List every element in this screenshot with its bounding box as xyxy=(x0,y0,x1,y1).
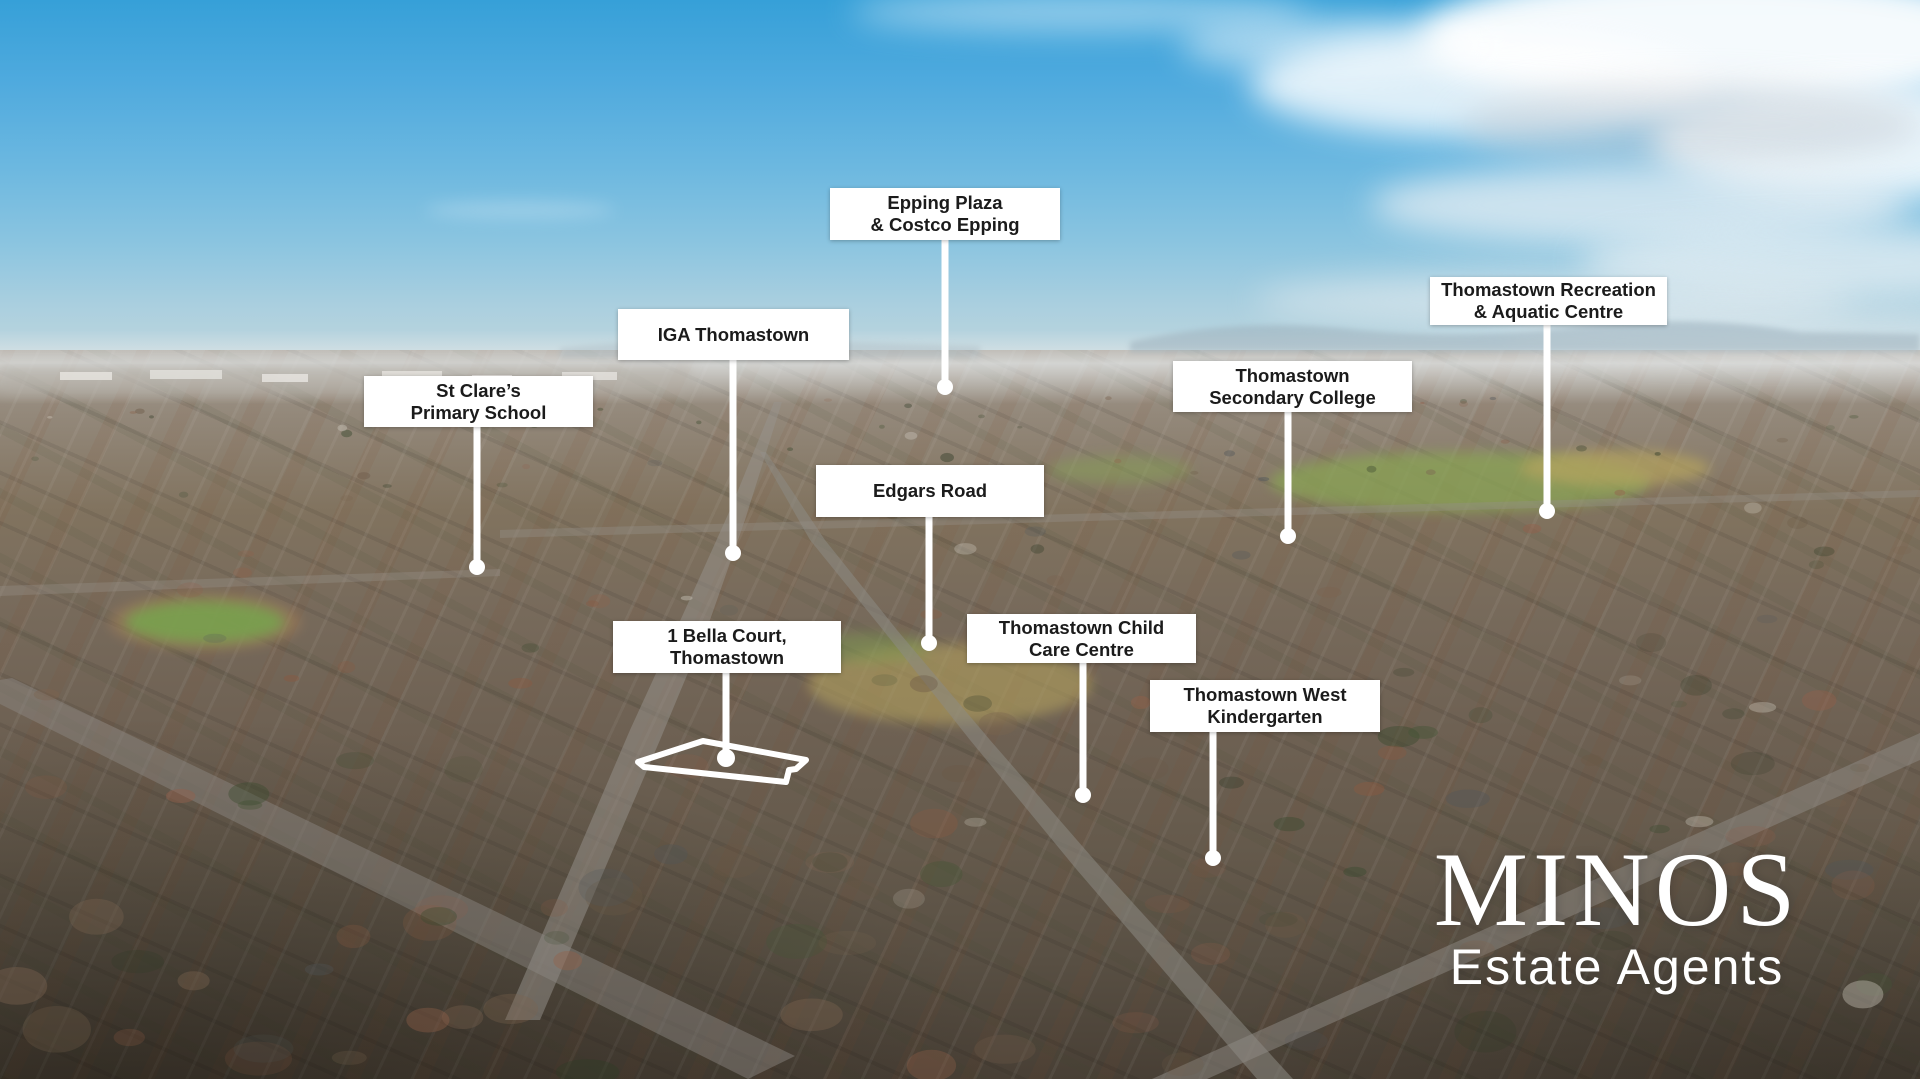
label-line: Thomastown xyxy=(1235,364,1350,386)
location-marker-dot xyxy=(1280,528,1296,544)
leader-lines xyxy=(469,238,1555,866)
label-line: Care Centre xyxy=(1029,638,1134,660)
map-label-epping-plaza: Epping Plaza & Costco Epping xyxy=(830,188,1060,240)
roads xyxy=(0,402,1920,1079)
location-marker-dot xyxy=(921,635,937,651)
map-label-childcare-centre: Thomastown Child Care Centre xyxy=(967,614,1196,663)
leader-iga-thomastown xyxy=(725,358,741,561)
label-line: St Clare’s xyxy=(436,379,521,401)
location-marker-dot xyxy=(1205,850,1221,866)
leader-west-kindergarten xyxy=(1205,730,1221,866)
property-boundary-outline xyxy=(635,738,809,785)
location-marker-dot xyxy=(469,559,485,575)
label-line: Thomastown Child xyxy=(998,616,1165,638)
map-label-bella-court: 1 Bella Court, Thomastown xyxy=(613,621,841,673)
label-line: & Aquatic Centre xyxy=(1473,301,1624,322)
label-line: Secondary College xyxy=(1209,386,1376,408)
map-label-west-kindergarten: Thomastown West Kindergarten xyxy=(1150,680,1380,732)
leader-bella-court xyxy=(717,671,735,767)
map-label-edgars-road: Edgars Road xyxy=(816,465,1044,517)
label-line: & Costco Epping xyxy=(870,214,1020,235)
label-line: Epping Plaza xyxy=(887,192,1003,213)
label-line: Edgars Road xyxy=(872,480,988,501)
leader-thomastown-recreation xyxy=(1539,323,1555,519)
leader-thomastown-secondary xyxy=(1280,410,1296,544)
location-marker-dot xyxy=(717,749,735,767)
leader-edgars-road xyxy=(921,515,937,651)
label-line: Primary School xyxy=(410,401,547,423)
label-line: Thomastown xyxy=(669,647,785,668)
map-label-st-clares: St Clare’s Primary School xyxy=(364,376,593,427)
map-label-thomastown-recreation: Thomastown Recreation & Aquatic Centre xyxy=(1430,277,1667,325)
label-line: Thomastown West xyxy=(1183,684,1347,705)
label-line: 1 Bella Court, xyxy=(667,625,787,646)
location-marker-dot xyxy=(1539,503,1555,519)
label-line: IGA Thomastown xyxy=(657,323,810,345)
label-line: Thomastown Recreation xyxy=(1441,279,1656,300)
leader-childcare-centre xyxy=(1075,661,1091,803)
clouds xyxy=(425,0,1920,354)
location-marker-dot xyxy=(725,545,741,561)
map-label-iga-thomastown: IGA Thomastown xyxy=(618,309,849,360)
location-marker-dot xyxy=(937,379,953,395)
brand-tagline: Estate Agents xyxy=(1449,939,1785,995)
brand-logo: MINOS Estate Agents xyxy=(1428,831,1806,995)
suburb-texture xyxy=(0,396,1912,1079)
leader-epping-plaza xyxy=(937,238,953,395)
label-line: Kindergarten xyxy=(1207,706,1323,727)
brand-name: MINOS xyxy=(1433,831,1801,948)
location-marker-dot xyxy=(1075,787,1091,803)
map-label-thomastown-secondary: Thomastown Secondary College xyxy=(1173,361,1412,412)
leader-st-clares xyxy=(469,425,485,575)
